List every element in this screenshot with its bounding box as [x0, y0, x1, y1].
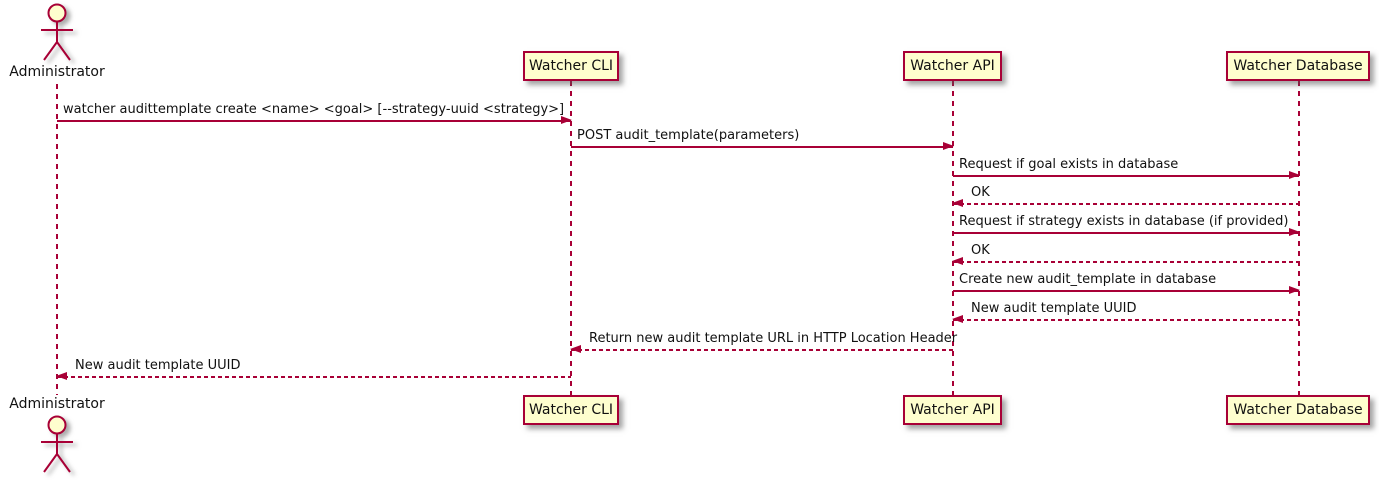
- participant-watcher-cli-bottom: Watcher CLI: [523, 395, 619, 425]
- actor-label: Administrator: [9, 396, 105, 412]
- message-request-strategy-exists: Request if strategy exists in database (…: [953, 214, 1300, 236]
- message-return-url-location-header: Return new audit template URL in HTTP Lo…: [570, 331, 958, 353]
- participant-watcher-database-top: Watcher Database: [1226, 51, 1370, 81]
- arrowhead-left-icon: [570, 345, 581, 353]
- arrowhead-right-icon: [1289, 171, 1300, 179]
- message-label: POST audit_template(parameters): [577, 128, 800, 143]
- arrowhead-right-icon: [943, 142, 954, 150]
- arrowhead-left-icon: [952, 199, 963, 207]
- message-label: Create new audit_template in database: [959, 272, 1217, 287]
- message-arrow: [570, 345, 953, 353]
- message-arrow: [571, 142, 954, 150]
- arrowhead-left-icon: [952, 315, 963, 323]
- message-create-audit-template: watcher audittemplate create <name> <goa…: [57, 102, 572, 124]
- arrowhead-right-icon: [561, 116, 572, 124]
- arrowhead-left-icon: [56, 372, 67, 380]
- message-request-goal-exists: Request if goal exists in database: [953, 157, 1300, 179]
- message-new-uuid-to-admin: New audit template UUID: [56, 358, 571, 380]
- message-arrow: [57, 116, 572, 124]
- message-label: OK: [971, 185, 990, 200]
- message-goal-ok: OK: [952, 185, 1299, 207]
- message-arrow: [952, 199, 1299, 207]
- participant-watcher-api-bottom: Watcher API: [903, 395, 1002, 425]
- message-arrow: [953, 286, 1300, 294]
- message-label: New audit template UUID: [75, 358, 241, 373]
- actor-administrator-bottom: Administrator: [7, 396, 107, 478]
- message-label: Request if strategy exists in database (…: [959, 214, 1289, 229]
- message-arrow: [953, 171, 1300, 179]
- message-arrow: [952, 315, 1299, 323]
- actor-administrator-top: Administrator: [7, 2, 107, 80]
- message-new-uuid-from-db: New audit template UUID: [952, 301, 1299, 323]
- actor-icon: [41, 415, 73, 473]
- arrowhead-right-icon: [1289, 286, 1300, 294]
- message-label: Request if goal exists in database: [959, 157, 1179, 172]
- lifeline-administrator: [56, 84, 58, 395]
- lifeline-watcher-database: [1298, 81, 1300, 395]
- arrowhead-left-icon: [952, 257, 963, 265]
- participant-watcher-api-top: Watcher API: [903, 51, 1002, 81]
- message-arrow: [952, 257, 1299, 265]
- lifeline-watcher-api: [952, 81, 954, 395]
- message-create-in-database: Create new audit_template in database: [953, 272, 1300, 294]
- message-arrow: [953, 228, 1300, 236]
- message-label: watcher audittemplate create <name> <goa…: [63, 102, 565, 117]
- message-arrow: [56, 372, 571, 380]
- actor-icon: [41, 3, 73, 61]
- lifeline-watcher-cli: [570, 81, 572, 395]
- actor-label: Administrator: [9, 64, 105, 80]
- participant-watcher-database-bottom: Watcher Database: [1226, 395, 1370, 425]
- message-label: OK: [971, 243, 990, 258]
- participant-watcher-cli-top: Watcher CLI: [523, 51, 619, 81]
- message-label: New audit template UUID: [971, 301, 1137, 316]
- arrowhead-right-icon: [1289, 228, 1300, 236]
- message-post-audit-template: POST audit_template(parameters): [571, 128, 954, 150]
- message-label: Return new audit template URL in HTTP Lo…: [589, 331, 958, 346]
- message-strategy-ok: OK: [952, 243, 1299, 265]
